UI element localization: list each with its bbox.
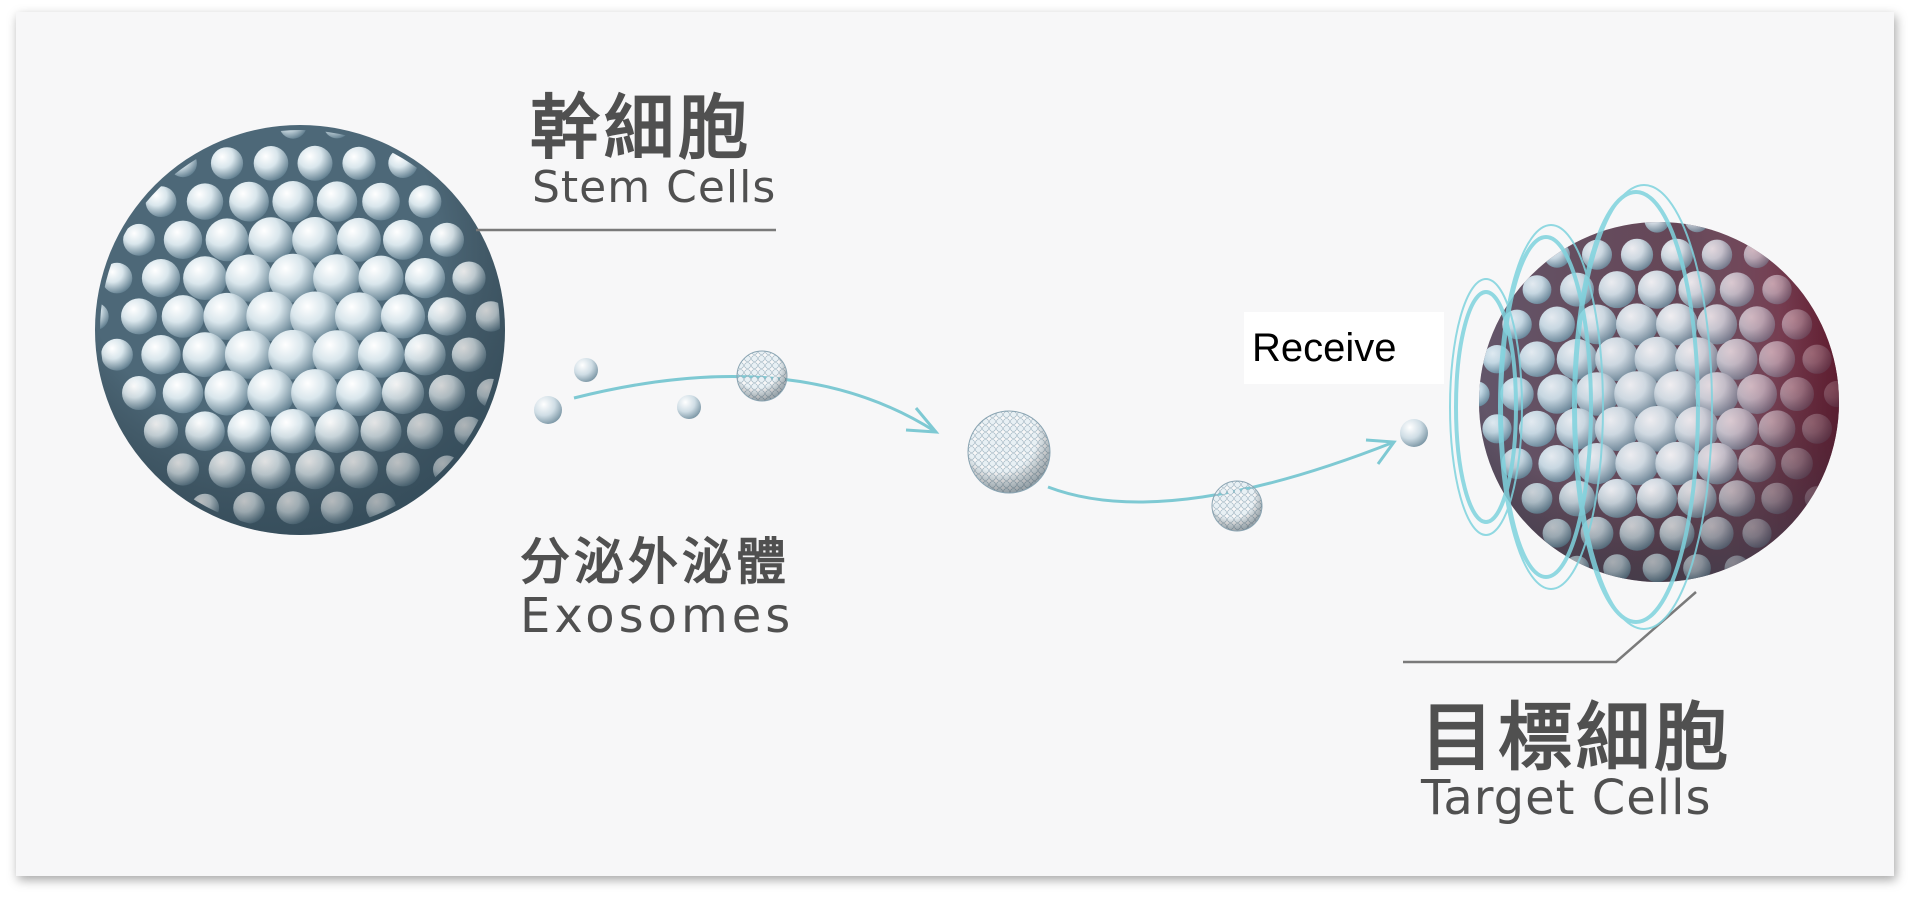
exosome-particles	[534, 350, 1428, 532]
diagram-canvas: 幹細胞 Stem Cells 分泌外泌體 Exosomes 目標細胞 Targe…	[16, 12, 1894, 876]
exosome-small-2	[574, 358, 598, 382]
exosome-small-3	[677, 395, 701, 419]
stem-cells-label-zh: 幹細胞	[530, 87, 752, 169]
exosome-path-1-arrowhead	[905, 407, 940, 434]
stem-cell-sphere	[95, 125, 505, 535]
exosome-path-2-arrowhead	[1365, 438, 1397, 465]
target-cells-leader-line	[1403, 591, 1697, 664]
exosome-medium-1	[736, 350, 788, 402]
signal-rings	[1449, 184, 1713, 630]
exosomes-label-zh: 分泌外泌體	[520, 533, 790, 591]
receive-label: Receive	[1244, 312, 1444, 384]
exosomes-label-en: Exosomes	[520, 588, 795, 644]
stem-cells-label-en: Stem Cells	[532, 162, 777, 213]
target-cell-sphere	[1479, 222, 1839, 582]
exosome-medium-2	[1211, 480, 1263, 532]
target-cells-label-en: Target Cells	[1421, 770, 1712, 826]
exosome-large	[967, 410, 1051, 494]
exosome-arriving	[1400, 419, 1428, 447]
exosome-small-1	[534, 396, 562, 424]
target-cells-label-zh: 目標細胞	[1420, 695, 1732, 781]
exosome-path-2	[1047, 440, 1395, 504]
diagram-graphics	[95, 125, 1839, 664]
